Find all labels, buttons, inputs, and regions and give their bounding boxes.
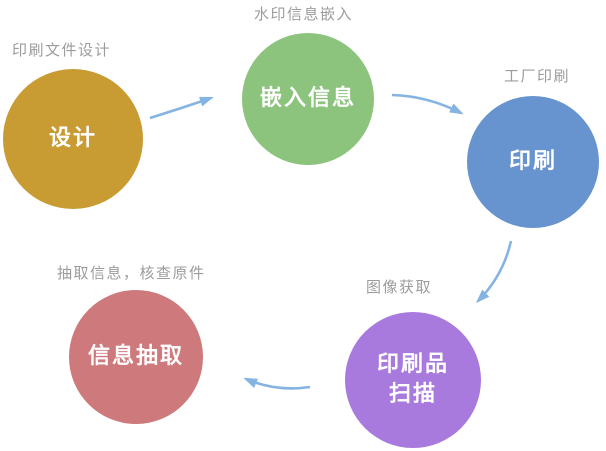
annotation-design: 印刷文件设计 (12, 41, 112, 59)
annotation-scan: 图像获取 (366, 278, 433, 296)
arrow-print-to-scan (475, 240, 513, 304)
node-scan-label-line2: 扫描 (388, 382, 437, 407)
node-extract: 信息抽取 (69, 290, 203, 424)
arrow-scan-to-extract (243, 377, 311, 390)
node-design: 设计 (3, 69, 143, 209)
node-extract-label: 信息抽取 (87, 344, 184, 370)
node-print: 印刷 (467, 96, 599, 228)
annotation-extract: 抽取信息，核查原件 (57, 264, 206, 282)
arrow-design-to-embed (149, 96, 214, 120)
annotation-embed: 水印信息嵌入 (254, 5, 354, 23)
node-print-label: 印刷 (508, 149, 557, 175)
node-embed-label: 嵌入信息 (259, 86, 356, 112)
node-embed: 嵌入信息 (242, 33, 374, 165)
arrow-embed-to-print (391, 93, 464, 115)
annotation-print: 工厂印刷 (504, 67, 571, 85)
node-scan: 印刷品 扫描 (345, 312, 481, 448)
node-scan-label-line1: 印刷品 (376, 352, 449, 378)
node-design-label: 设计 (48, 126, 97, 152)
